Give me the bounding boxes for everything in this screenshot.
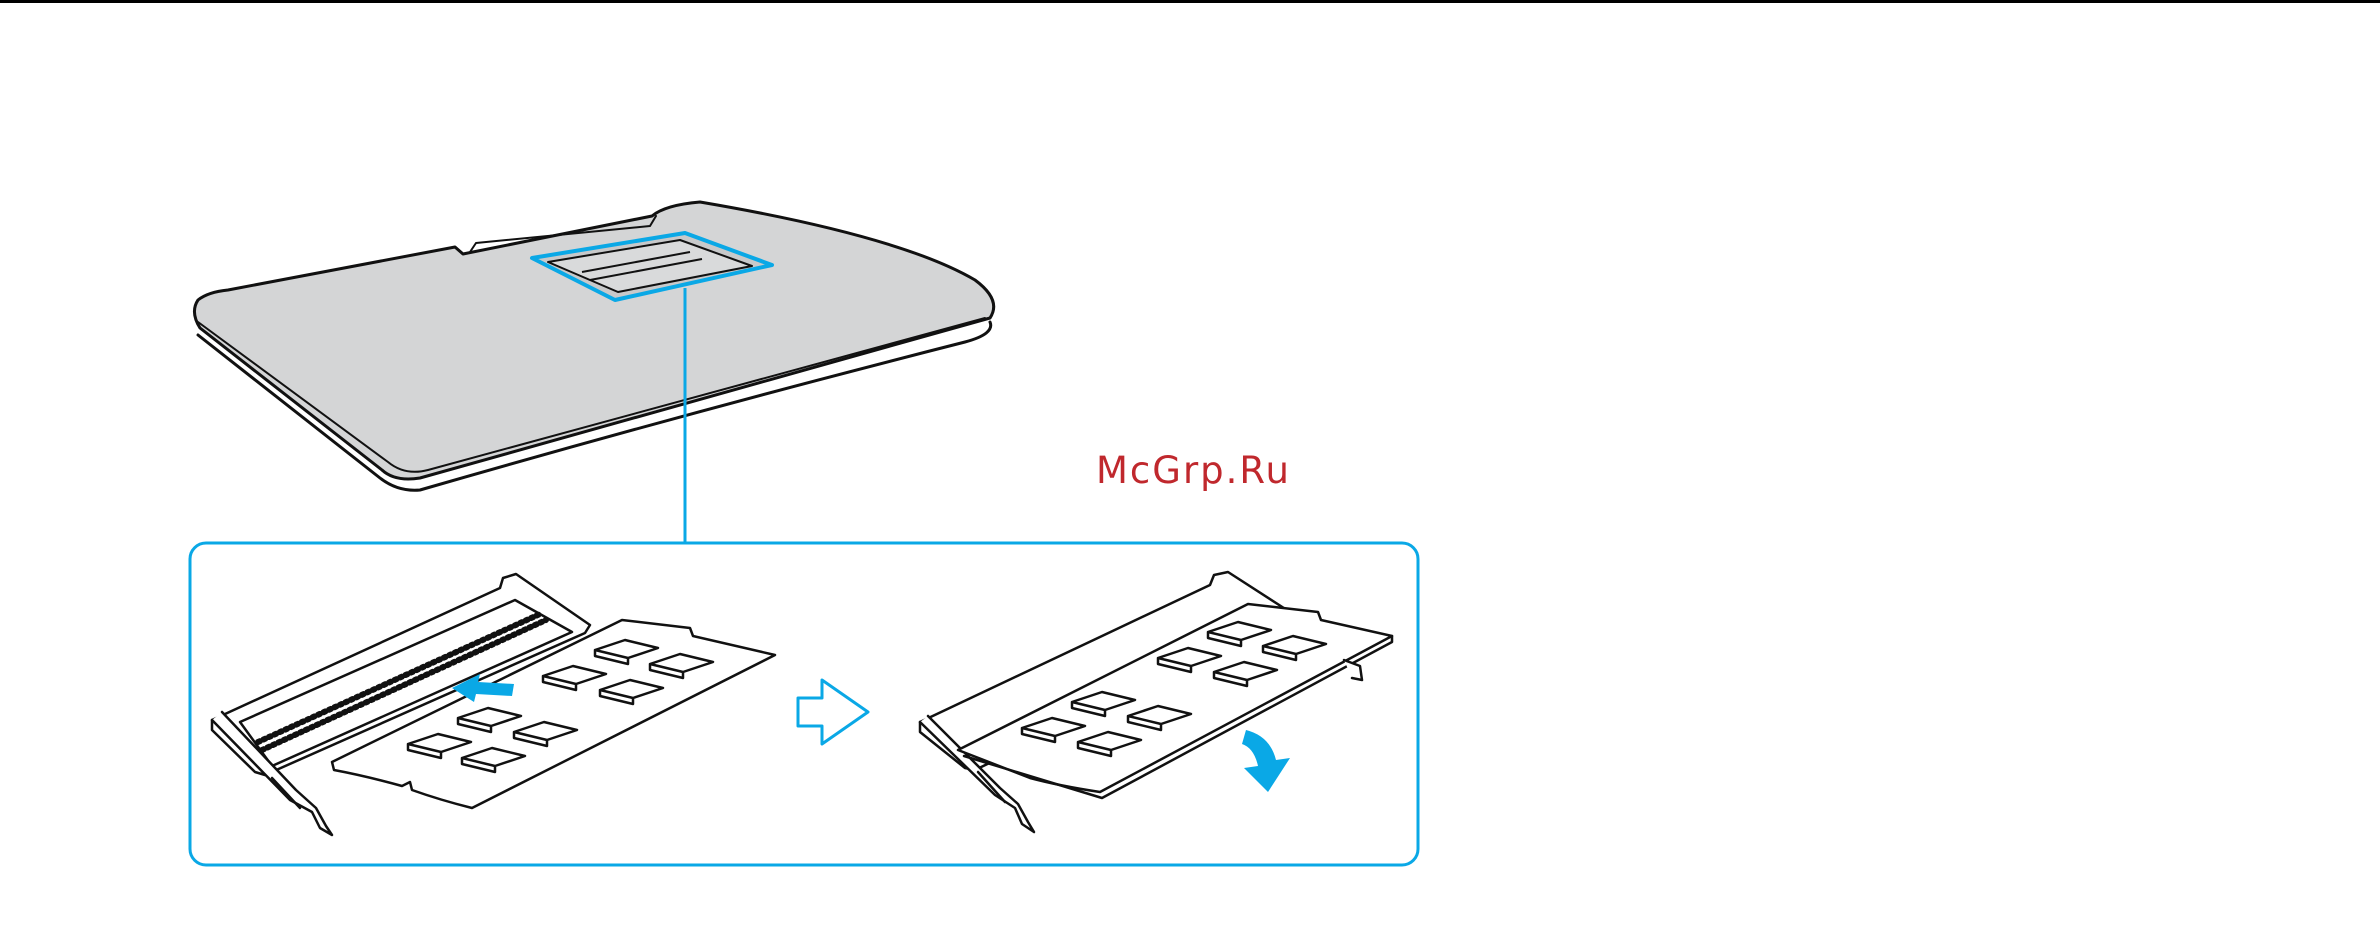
step2-slot-and-module [920, 572, 1392, 832]
laptop-bottom-view [194, 202, 993, 490]
laptop-top-face [194, 202, 993, 479]
watermark-text: McGrp.Ru [1096, 449, 1291, 492]
step1-slot-and-module [212, 574, 775, 835]
press-down-icon [1242, 730, 1290, 792]
step-arrow-icon [798, 680, 868, 744]
